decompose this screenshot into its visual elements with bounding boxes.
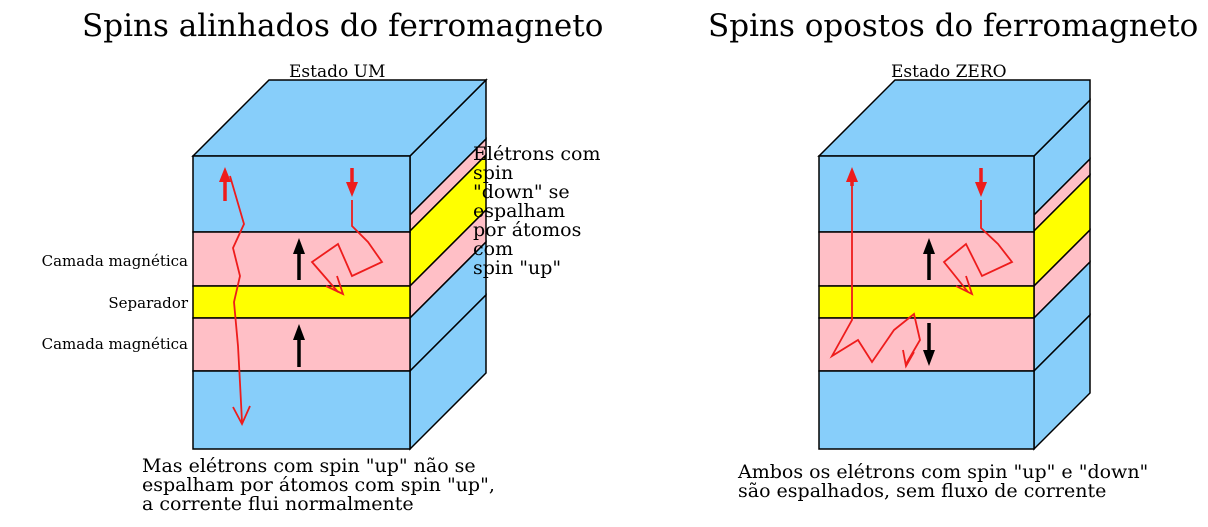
front-layer-magnetic-upper [818,231,1035,287]
electron-path-scattered [310,200,384,296]
electron-spin-down-marker [346,168,358,197]
label-separator: Separador [108,294,188,312]
front-layer-separator [192,285,411,319]
panel-subtitle: Estado UM [289,62,386,82]
panel-opposite-spins: Spins opostos do ferromagneto Estado ZER… [604,0,1208,527]
front-layer-blue-top [192,155,411,233]
electron-spin-down-marker [975,168,987,197]
electron-path-down-scattered [942,200,1014,296]
front-layer-blue-bottom [192,370,411,450]
panel-subtitle: Estado ZERO [891,62,1007,82]
front-layer-magnetic-upper [192,231,411,287]
label-magnetic-layer-upper: Camada magnética [41,252,188,270]
spin-up-arrow-upper [293,238,305,280]
electron-path-passing [229,175,251,427]
panel-aligned-spins: Spins alinhados do ferromagneto Estado U… [41,8,604,515]
panel-title: Spins opostos do ferromagneto [708,8,1199,44]
front-layer-separator [818,285,1035,319]
layer-stack-diagram [191,78,488,451]
note-scattering: Elétrons com spin "down" se espalham por… [473,143,601,279]
note-current-flow: Mas elétrons com spin "up" não se espalh… [142,455,495,515]
electron-path-up-scattered [829,176,921,369]
spin-up-arrow-upper [923,238,935,280]
spin-down-arrow-lower [923,323,935,366]
panel-title: Spins alinhados do ferromagneto [82,8,604,44]
front-layer-magnetic-lower [192,317,411,372]
front-layer-magnetic-lower [818,317,1035,372]
spin-up-arrow-lower [293,324,305,367]
layer-stack-diagram [817,79,1091,451]
label-magnetic-layer-lower: Camada magnética [41,335,188,353]
note-no-current: Ambos os elétrons com spin "up" e "down"… [738,461,1149,502]
front-layer-blue-top [818,155,1035,233]
front-layer-blue-bottom [818,370,1035,450]
electron-spin-up-marker [219,167,231,201]
